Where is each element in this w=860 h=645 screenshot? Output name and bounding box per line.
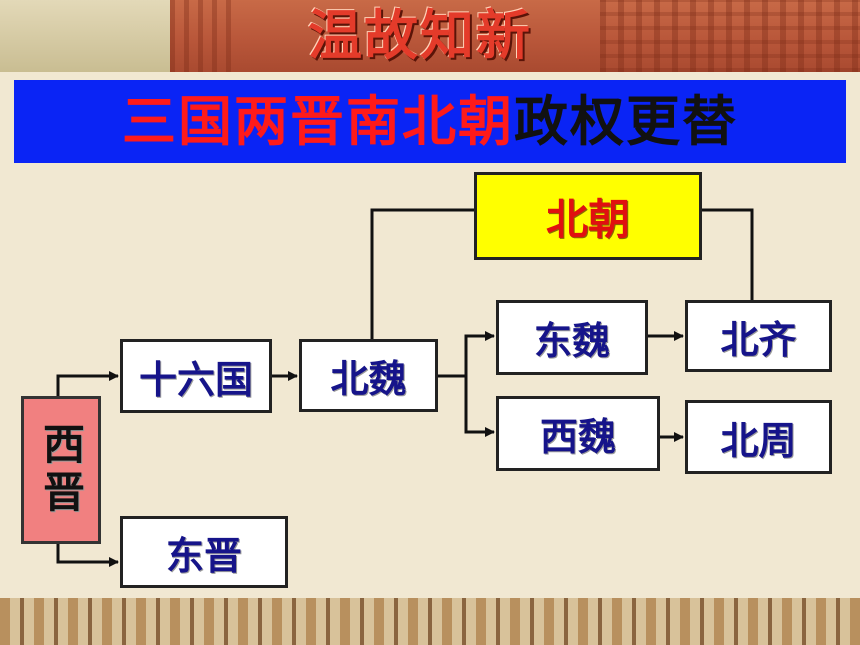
node-xijin: 西晋 [21, 396, 101, 544]
edge-beichao-right [702, 208, 754, 300]
node-shiliuguo: 十六国 [120, 339, 272, 413]
banner-pattern-right [600, 0, 860, 72]
node-beichao: 北朝 [474, 172, 702, 260]
header-banner: 温故知新 [0, 0, 860, 72]
node-beizhou: 北周 [685, 400, 832, 474]
node-beiqi: 北齐 [685, 300, 832, 372]
edge-beichao-left [370, 208, 474, 339]
edge-xijin-shiliuguo [56, 371, 119, 396]
slide-title-red: 三国两晋南北朝 [122, 90, 514, 153]
banner-title: 温故知新 [308, 4, 532, 67]
edge-xijin-dongjin [56, 544, 119, 567]
edge-beiwei-xiwei [464, 376, 495, 437]
bronze-chariot-image [0, 0, 170, 72]
node-beiwei: 北魏 [299, 339, 438, 412]
slide-title-black: 政权更替 [514, 90, 738, 153]
node-dongjin: 东晋 [120, 516, 288, 588]
node-xiwei: 西魏 [496, 396, 660, 471]
node-dongwei: 东魏 [496, 300, 648, 375]
decorative-border-footer [0, 598, 860, 645]
edge-beiwei-dongwei [464, 331, 495, 376]
banner-pattern-left [170, 0, 240, 72]
slide-title: 三国两晋南北朝政权更替 [14, 80, 846, 163]
